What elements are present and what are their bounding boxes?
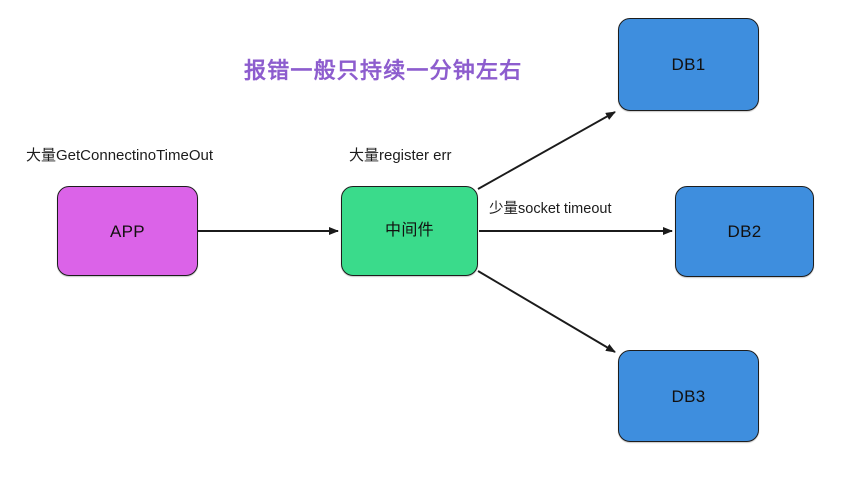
node-middleware[interactable]: 中间件 [341, 186, 478, 276]
node-db1-label: DB1 [671, 55, 706, 74]
node-db3-label: DB3 [671, 386, 706, 406]
node-db1[interactable]: DB1 [618, 18, 759, 111]
caption-app-error: 大量GetConnectinoTimeOut [26, 147, 214, 164]
node-db2-label: DB2 [727, 222, 762, 241]
caption-mid-error: 大量register err [349, 147, 452, 164]
node-app[interactable]: APP [57, 186, 198, 276]
node-db3[interactable]: DB3 [618, 350, 759, 442]
diagram-title: 报错一般只持续一分钟左右 [244, 58, 523, 83]
node-middleware-label: 中间件 [385, 222, 434, 239]
edge-mid-to-db1 [477, 111, 616, 190]
edge-label-socket-timeout: 少量socket timeout [489, 201, 612, 217]
node-db2[interactable]: DB2 [675, 186, 814, 277]
edge-mid-to-db3 [477, 270, 616, 353]
node-app-label: APP [110, 221, 145, 241]
